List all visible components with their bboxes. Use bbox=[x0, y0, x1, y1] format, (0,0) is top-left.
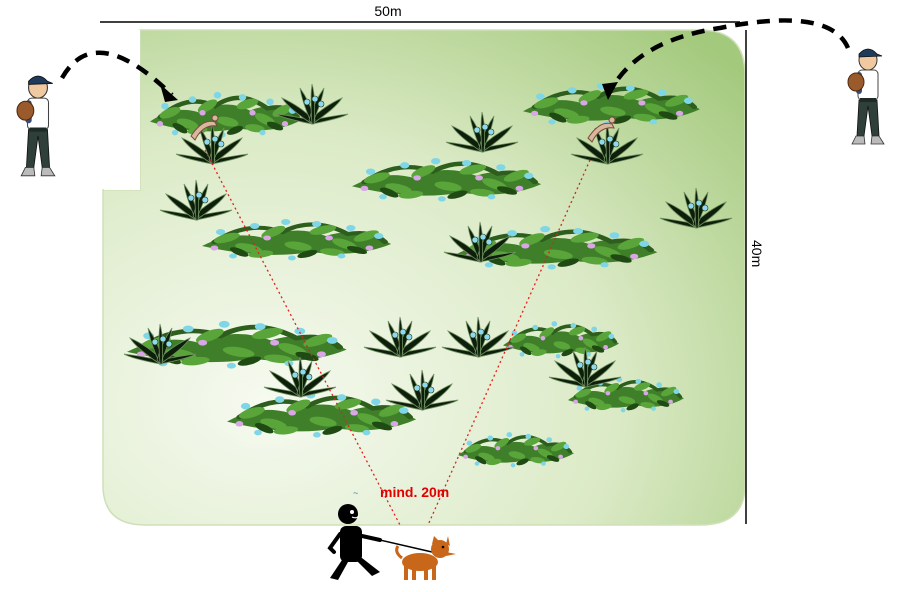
throw-path-left bbox=[60, 50, 174, 97]
height-dimension: 40m bbox=[745, 30, 765, 524]
pitcher-icon bbox=[847, 48, 885, 145]
throw-paths bbox=[60, 18, 851, 102]
arrow-head-left-icon bbox=[160, 84, 178, 102]
width-dimension: 50m bbox=[100, 3, 740, 23]
sight-line-left bbox=[204, 149, 401, 526]
svg-text:~: ~ bbox=[353, 488, 358, 498]
sight-lines bbox=[204, 149, 591, 526]
arrow-head-right-icon bbox=[602, 82, 618, 100]
leash bbox=[379, 539, 433, 553]
pitcher-icon bbox=[16, 75, 56, 177]
height-label: 40m bbox=[749, 240, 765, 267]
sight-line-right bbox=[427, 159, 591, 526]
distance-label: mind. 20m bbox=[380, 484, 449, 500]
throw-path-right bbox=[610, 18, 851, 90]
handler-icon: ~ bbox=[327, 488, 382, 580]
width-label: 50m bbox=[374, 3, 401, 19]
dog-icon bbox=[395, 536, 456, 580]
